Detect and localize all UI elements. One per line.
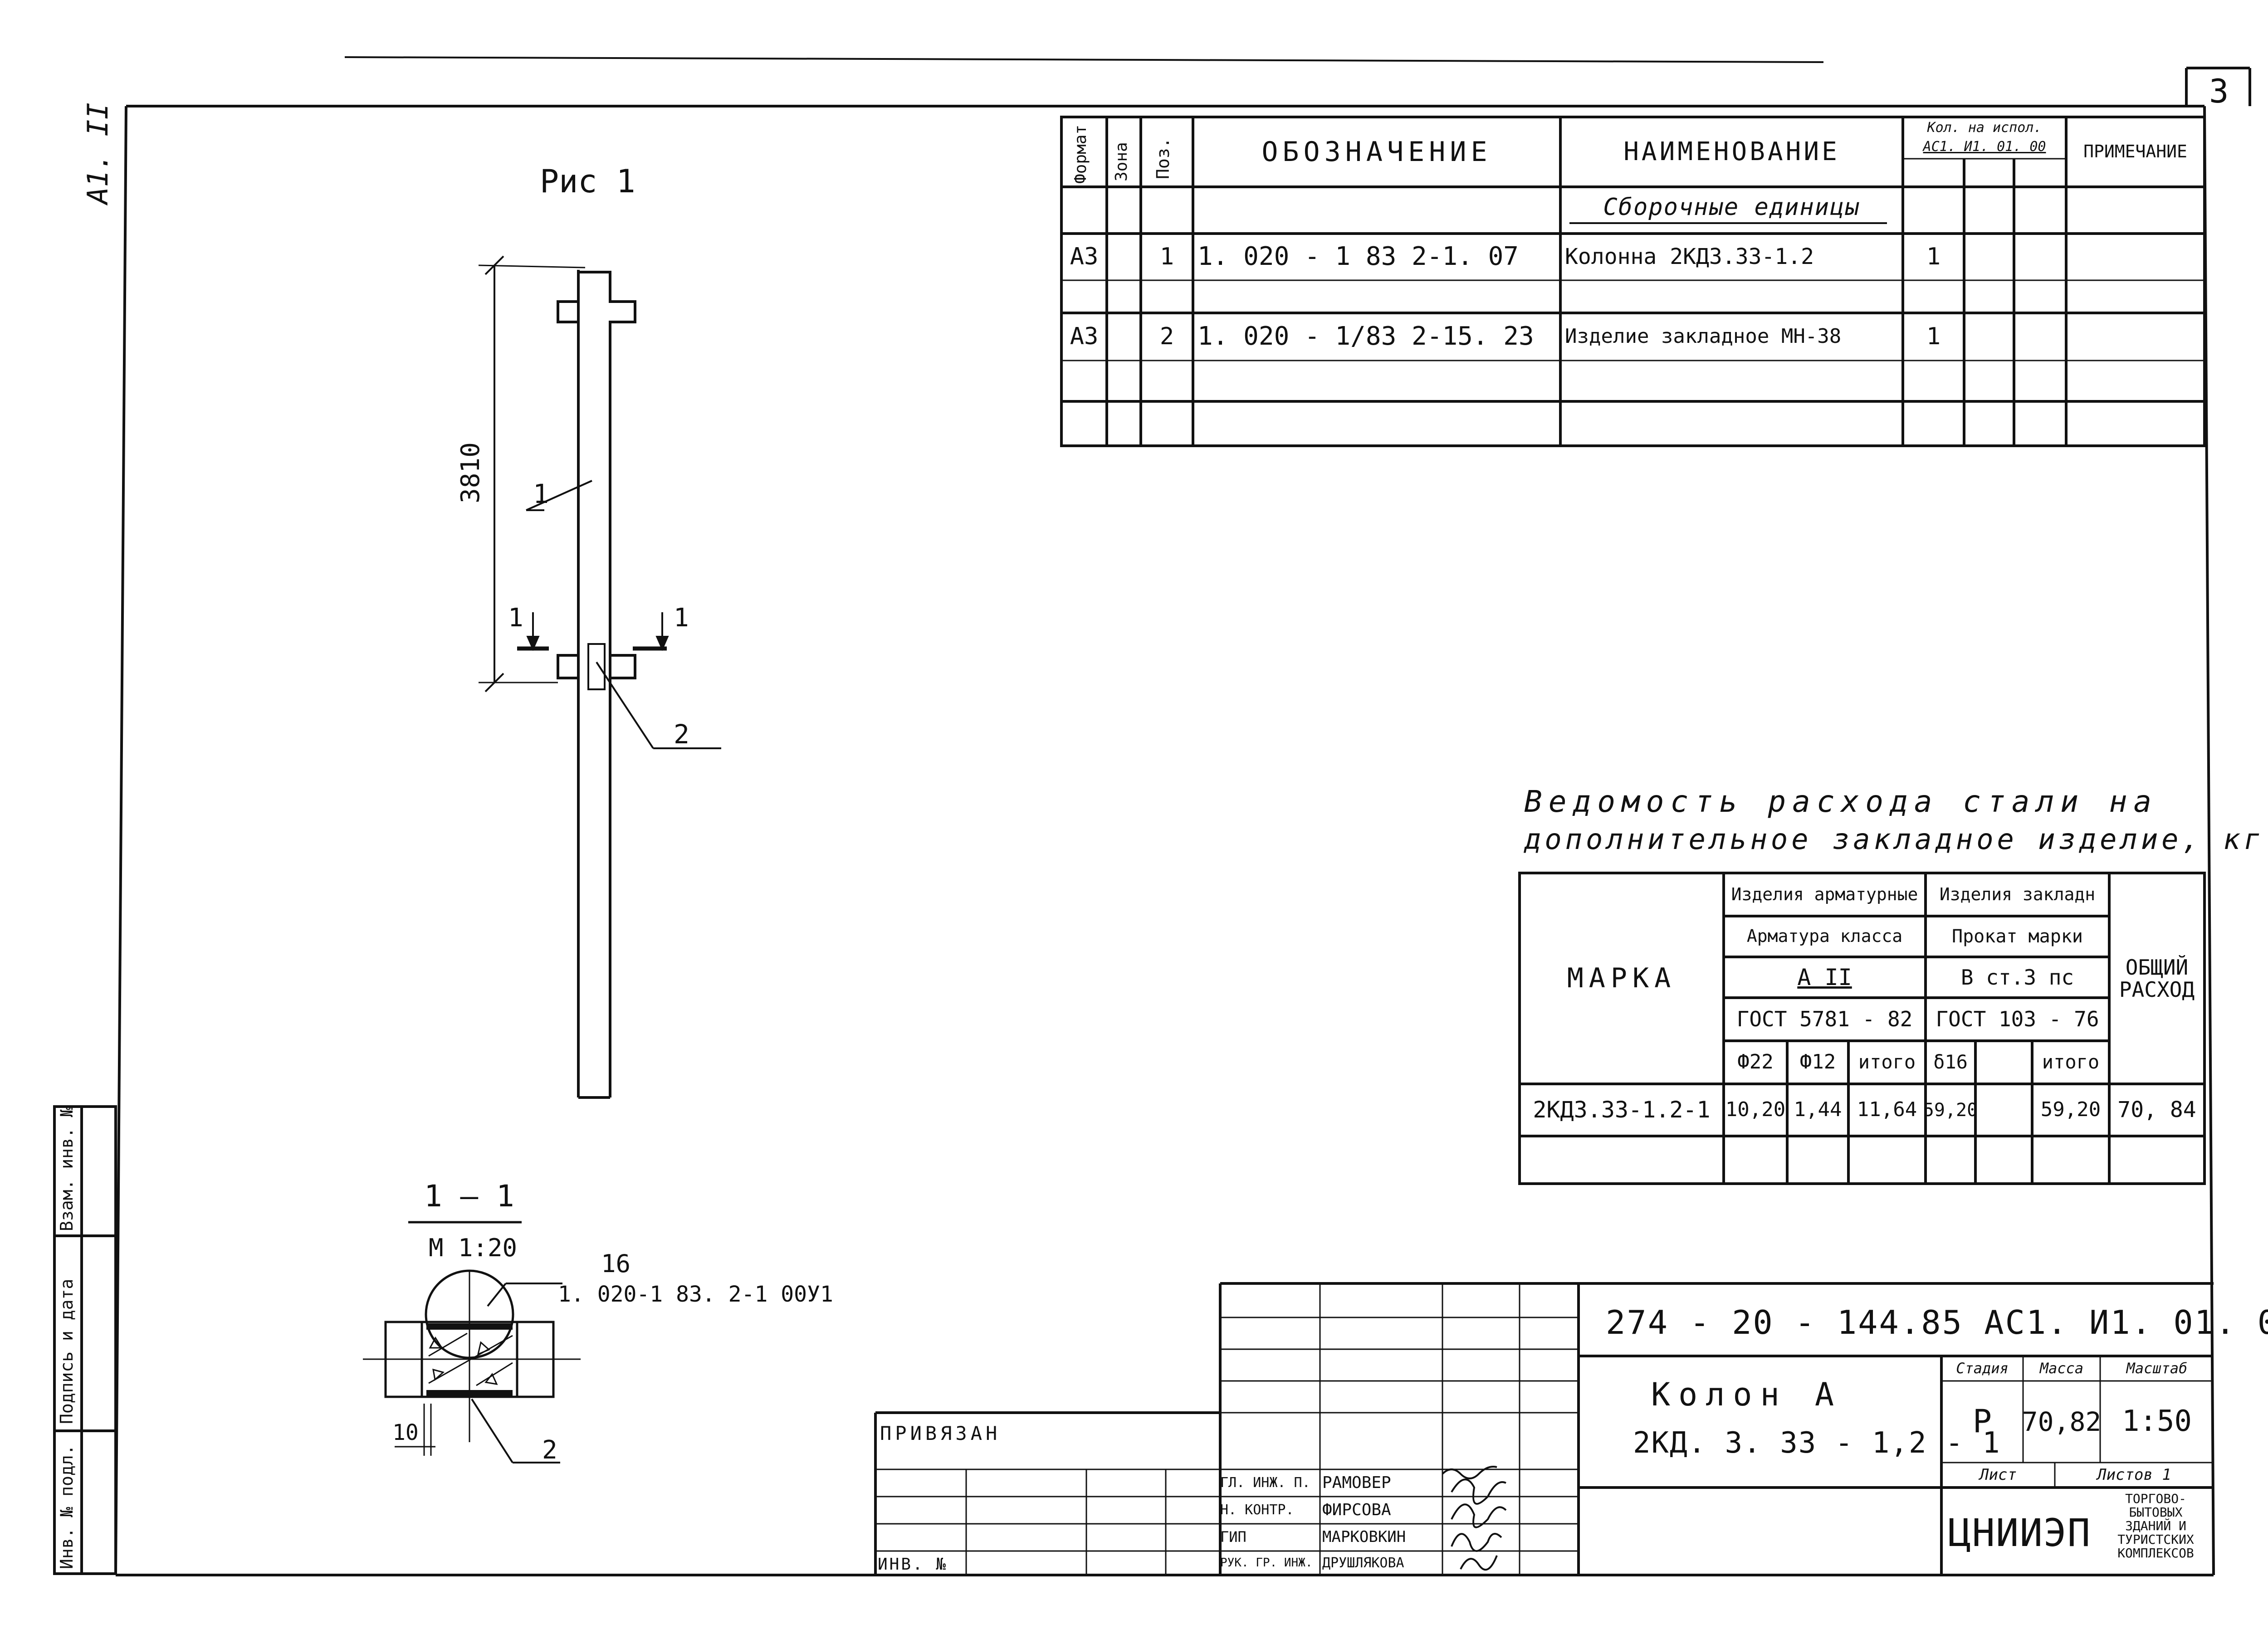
row2-name: Изделие закладное МН-38 [1565, 325, 1842, 348]
rolled-mark-value: В ст.3 пс [1960, 965, 2074, 990]
col-rolled-mark: Прокат марки [1952, 926, 2083, 947]
figure-title: Рис 1 [540, 163, 635, 200]
rolled-gost: ГОСТ 103 - 76 [1936, 1007, 2099, 1032]
header-format: Формат [1071, 124, 1090, 184]
stamp-inv-podl: Инв. № подл. [57, 1444, 77, 1569]
inv-number-label: ИНВ. № [878, 1555, 948, 1574]
section-mark-left: 1 [508, 603, 523, 633]
steel-row-value-5 [1975, 1084, 2032, 1136]
row2-qty: 1 [1926, 323, 1941, 351]
org-desc-line-2: бытовых [2129, 1505, 2183, 1520]
row2-format: А3 [1070, 323, 1099, 351]
section-mark-right: 1 [674, 603, 689, 633]
role-1: ГЛ. ИНЖ. П. [1220, 1475, 1310, 1491]
person-4: ДРУШЛЯКОВА [1322, 1555, 1404, 1571]
col-mark: МАРКА [1567, 962, 1677, 994]
position-1-label: 1 [533, 478, 549, 509]
section-title: 1 – 1 [424, 1179, 514, 1214]
header-designation: ОБОЗНАЧЕНИЕ [1261, 136, 1492, 168]
reinf-class-value: А II [1797, 964, 1852, 990]
stage-label: Стадия [1956, 1359, 2009, 1377]
mass-label: Масса [2039, 1359, 2084, 1377]
plate-reference: 1. 020-1 83. 2-1 00У1 [558, 1282, 833, 1307]
sub-header-1: Ф22 [1737, 1050, 1774, 1074]
steel-row-value-3: 11,64 [1857, 1098, 1917, 1122]
steel-row-total: 70, 84 [2117, 1097, 2196, 1123]
role-3: ГИП [1220, 1528, 1246, 1546]
row2-position: 2 [1159, 323, 1174, 351]
organization-name: ЦНИИЭП [1948, 1510, 2092, 1555]
product-name-line1: Колон А [1651, 1376, 1843, 1413]
col-embed-products: Изделия закладн [1939, 884, 2096, 904]
steel-row-value-4: 59,20 [1926, 1099, 1975, 1121]
document-code: 274 - 20 - 144.85 АС1. И1. 01. 00 [1606, 1303, 2268, 1341]
person-3: МАРКОВКИН [1322, 1528, 1406, 1546]
sheet-number: 3 [2209, 72, 2229, 110]
organization-description: торгово- бытовых зданий и туристских ком… [2098, 1492, 2214, 1560]
section-position-2: 2 [542, 1435, 557, 1465]
stamp-vzam-inv: Взам. инв. № [57, 1107, 77, 1231]
section-scale: М 1:20 [429, 1234, 518, 1262]
steel-row-mark: 2КД3.33-1.2-1 [1533, 1097, 1711, 1123]
header-qty-sub: АС1. И1. 01. 00 [1923, 139, 2046, 155]
steel-row-value-1: 10,20 [1725, 1098, 1786, 1122]
steel-table-title-line2: дополнительное закладное изделие, кг [1524, 823, 2264, 856]
sub-header-3: итого [1858, 1051, 1916, 1073]
row1-designation: 1. 020 - 1 83 2-1. 07 [1198, 242, 1519, 272]
header-zone: Зона [1112, 142, 1131, 181]
person-2: ФИРСОВА [1322, 1501, 1391, 1520]
reinf-gost: ГОСТ 5781 - 82 [1736, 1007, 1913, 1032]
plate-thickness: 16 [601, 1249, 631, 1278]
header-position: Поз. [1153, 137, 1173, 179]
header-name: НАИМЕНОВАНИЕ [1623, 137, 1840, 166]
col-total-label: ОБЩИЙ РАСХОД [2119, 955, 2195, 1002]
steel-row-value-2: 1,44 [1794, 1098, 1842, 1122]
role-4: РУК. ГР. ИНЖ. [1220, 1556, 1313, 1570]
sub-header-6: итого [2042, 1051, 2100, 1073]
sub-header-2: Ф12 [1799, 1050, 1836, 1074]
stamp-signature-date: Подпись и дата [57, 1278, 77, 1424]
steel-table-title-line1: Ведомость расхода стали на [1524, 784, 2158, 819]
corner-label: А1. II [81, 102, 114, 204]
scale-label: Масштаб [2126, 1359, 2188, 1377]
header-note: ПРИМЕЧАНИЕ [2083, 141, 2187, 162]
steel-row-value-6: 59,20 [2040, 1098, 2101, 1122]
mass-value: 70,82 [2023, 1406, 2100, 1437]
row2-designation: 1. 020 - 1/83 2-15. 23 [1198, 322, 1534, 351]
position-2-label: 2 [674, 719, 689, 750]
row1-position: 1 [1159, 243, 1174, 271]
col-total: ОБЩИЙ РАСХОД [2109, 873, 2204, 1084]
org-desc-line-3: зданий и [2125, 1518, 2186, 1533]
sheets-label: Листов 1 [2097, 1465, 2171, 1484]
sub-header-5 [1975, 1041, 2032, 1084]
dimension-3810: 3810 [456, 442, 485, 503]
org-desc-line-1: торгово- [2125, 1491, 2186, 1506]
org-desc-line-4: туристских [2117, 1532, 2194, 1547]
group-title: Сборочные единицы [1603, 193, 1860, 221]
header-qty-top: Кол. на испол. [1927, 120, 2042, 136]
stage-value: Р [1972, 1403, 1992, 1440]
col-reinf-products: Изделия арматурные [1731, 884, 1918, 904]
sub-header-4: δ16 [1933, 1051, 1968, 1073]
person-1: РАМОВЕР [1322, 1473, 1391, 1493]
sheet-label: Лист [1980, 1465, 2017, 1484]
org-desc-line-5: комплексов [2117, 1546, 2194, 1561]
col-reinf-class: Арматура класса [1746, 926, 1903, 946]
scale-value: 1:50 [2121, 1405, 2192, 1439]
offset-dimension: 10 [392, 1420, 419, 1445]
product-name-line2: 2КД. 3. 33 - 1,2 - 1 [1633, 1426, 2001, 1460]
row1-name: Колонна 2КД3.33-1.2 [1565, 244, 1814, 270]
row1-format: А3 [1070, 243, 1099, 271]
row1-qty: 1 [1926, 243, 1941, 271]
role-2: Н. КОНТР. [1220, 1502, 1294, 1518]
privyazan-label: ПРИВЯЗАН [880, 1422, 1001, 1444]
